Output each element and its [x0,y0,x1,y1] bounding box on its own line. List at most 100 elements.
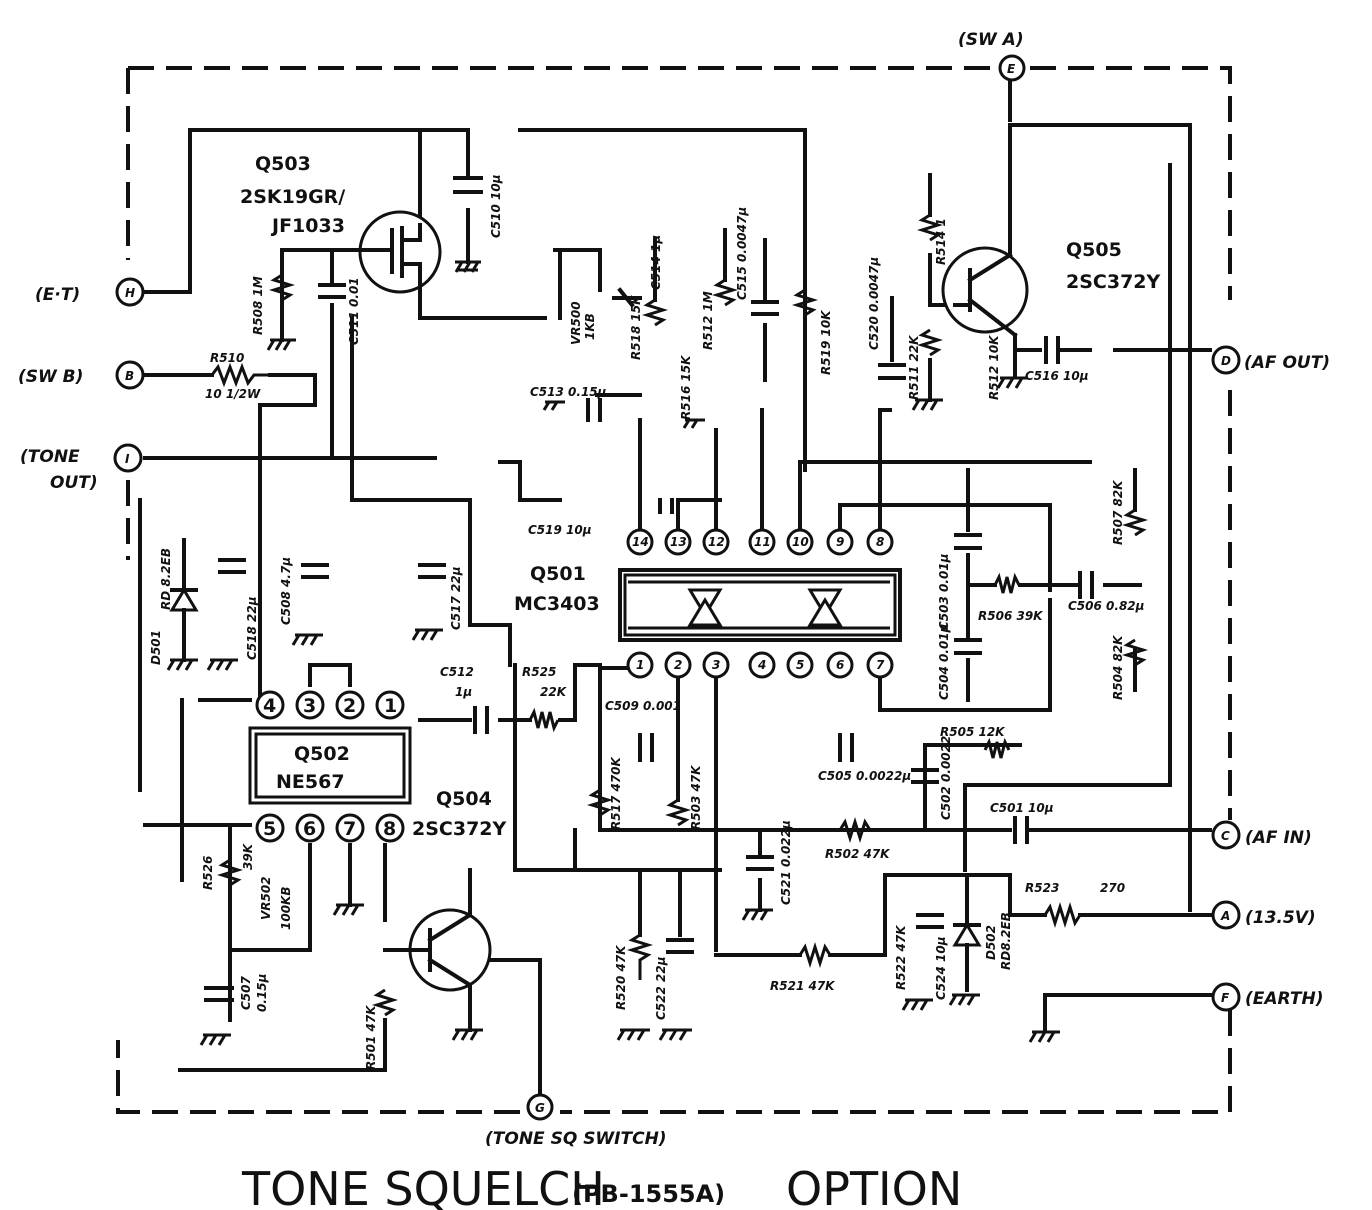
q502-pin-1: 1 [384,695,397,717]
r511-symbol [916,328,944,357]
label-c520: C520 0.0047μ [867,257,881,350]
c515-symbol [751,300,779,316]
c516-symbol [1044,336,1060,364]
label-tone-out-1: (TONE [20,447,80,467]
r504-symbol [1121,638,1149,667]
ic-q502-pins: 4 3 2 1 5 6 7 8 [255,690,405,843]
label-d501: D501 [149,630,163,665]
label-c507-val: 0.15μ [255,973,269,1012]
q501-id: Q501 [530,563,586,585]
label-r512b: R512 10K [987,334,1001,400]
label-r507: R507 82K [1111,479,1125,545]
wires [138,78,1212,1097]
r514-symbol [916,213,944,242]
r501-symbol [371,988,399,1017]
q502-pin-6: 6 [303,818,316,840]
label-c503: C503 0.01μ [937,553,951,630]
title-model: (PB-1555A) [572,1180,725,1208]
label-r516: R516 15K [679,354,693,420]
label-r522: R522 47K [894,924,908,990]
title-main-left: TONE SQUELCH [241,1162,605,1210]
label-c519: C519 10μ [528,523,592,537]
label-r510: R510 [210,351,244,365]
label-r504: R504 82K [1111,634,1125,700]
label-c513: C513 0.15μ [530,385,607,399]
q502-pin-5: 5 [263,818,276,840]
ic-q502-inner [254,732,406,799]
d502-symbol [952,922,982,947]
c505-symbol [838,733,854,762]
r520-symbol [626,933,654,980]
label-c508: C508 4.7μ [279,557,293,625]
q501-inner-diode-d [807,597,843,627]
q503-type: 2SK19GR/ [240,186,345,208]
label-r526: R526 [201,856,215,890]
label-r519: R519 10K [819,309,833,375]
c521-symbol [746,855,774,871]
label-d502: D502 [984,925,998,960]
q501-type: MC3403 [514,593,600,615]
transistor-q503 [358,210,442,294]
q501-pin-2: 2 [674,658,682,672]
diodes [169,538,982,992]
q504-id: Q504 [436,788,492,810]
q501-pin-14: 14 [632,535,649,549]
terminal-letter-h: H [125,286,135,300]
label-af-in: (AF IN) [1245,828,1312,848]
component-labels: C510 10μ R508 1M C511 0.01 R510 10 1/2W … [149,174,1145,1070]
transistor-q505 [941,246,1029,338]
c508-symbol [301,563,329,579]
c504-symbol [954,638,982,655]
q502-pin-4: 4 [263,695,276,717]
c512-symbol [473,706,489,734]
r507-symbol [1121,508,1149,537]
r518-symbol [641,298,669,327]
label-c507: C507 [239,975,253,1010]
label-c509: C509 0.001 [605,699,681,713]
label-r501: R501 47K [364,1004,378,1070]
q501-pin-6: 6 [836,658,844,672]
label-r514: R514 1 [934,218,948,265]
q505-id: Q505 [1066,239,1122,261]
q501-pin-11: 11 [754,535,771,549]
label-13-5v: (13.5V) [1245,908,1316,928]
r502-symbol [838,816,872,844]
q502-id: Q502 [294,743,350,765]
q502-pin-7: 7 [343,818,356,840]
terminal-letter-f: F [1221,991,1230,1005]
label-c511: C511 0.01 [347,277,361,345]
label-vr502: VR502 [259,876,273,920]
label-vr500: VR500 [569,301,583,345]
q501-pin-1: 1 [636,658,644,672]
ic-q502-body [248,726,412,805]
c514-symbol [612,287,642,308]
label-c516: C516 10μ [1025,369,1089,383]
label-c521: C521 0.022μ [779,820,793,905]
ic-q501-body [623,573,897,637]
label-r512: R512 1M [701,291,715,350]
c520-symbol [878,363,906,380]
label-earth: (EARTH) [1245,989,1323,1009]
label-r523-val: 270 [1100,881,1125,895]
q501-pin-5: 5 [796,658,804,672]
r503-symbol [664,798,692,827]
label-et: (E·T) [35,285,80,305]
ic-q501-pins: 14 13 12 11 10 9 8 1 2 3 4 5 6 7 [626,528,894,679]
label-vr502-val: 100KB [279,887,293,931]
label-sw-a: (SW A) [958,30,1024,50]
r521-symbol [798,941,832,969]
title-main-right: OPTION [786,1162,962,1210]
q501-pin-9: 9 [836,535,844,549]
label-c517: C517 22μ [449,566,463,630]
label-r518: R518 15K [629,294,643,360]
label-c501: C501 10μ [990,801,1054,815]
r517-symbol [586,788,614,817]
label-r526-val: 39K [241,842,255,870]
r506-symbol [993,572,1021,594]
q505-type: 2SC372Y [1066,271,1161,293]
capacitors [204,176,1094,1002]
label-c510: C510 10μ [489,174,503,238]
q501-inner-diode-b [687,597,723,627]
resistors [210,213,1149,1017]
label-c524: C524 10μ [934,936,948,1000]
